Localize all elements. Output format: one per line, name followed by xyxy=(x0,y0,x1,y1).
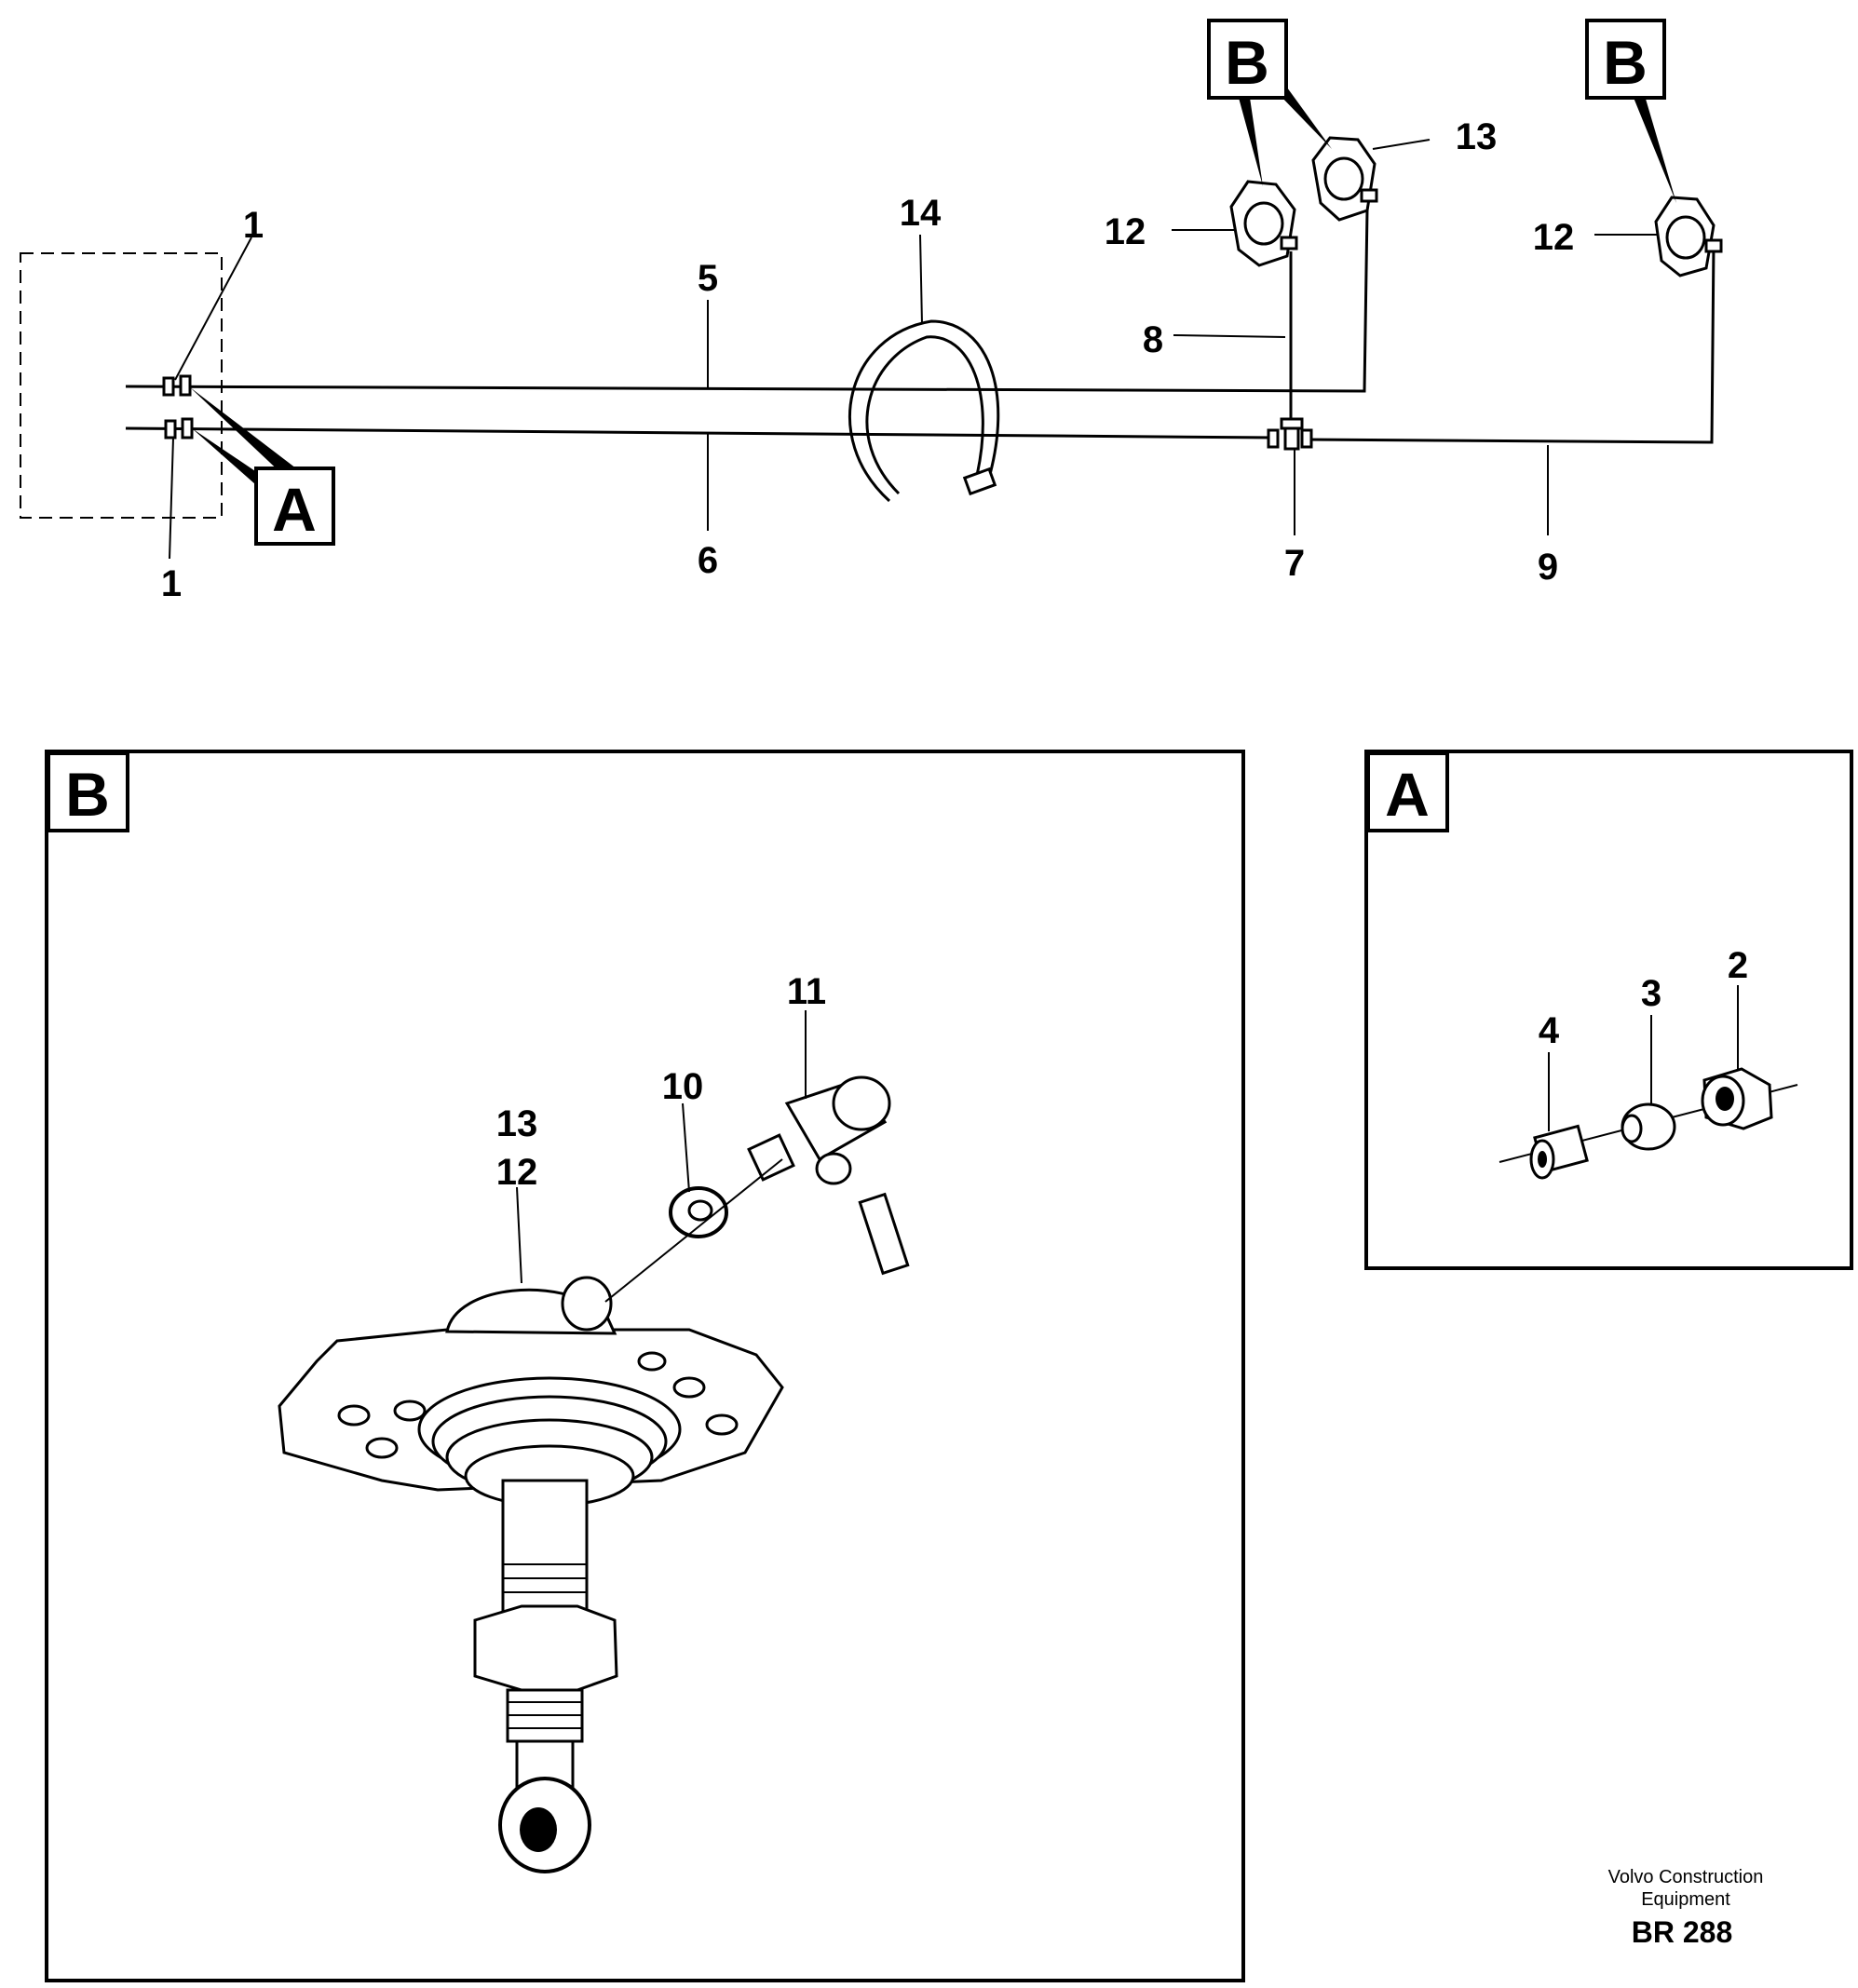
callout-10: 10 xyxy=(662,1066,704,1107)
reference-code: BR 288 xyxy=(1632,1915,1733,1949)
detail-b-panel: B xyxy=(45,750,1245,1982)
callout-12-right: 12 xyxy=(1533,217,1575,258)
sensor-plate-12-right xyxy=(1654,196,1723,277)
company-name-line2: Equipment xyxy=(1641,1889,1730,1910)
callout-13-detail: 13 xyxy=(496,1103,538,1144)
tag-a-label: A xyxy=(272,475,317,544)
callout-14: 14 xyxy=(900,193,942,234)
callout-9: 9 xyxy=(1538,547,1558,588)
elbow-fitting-11 xyxy=(747,1075,910,1276)
detail-b-tag: B xyxy=(65,760,110,829)
tee-fitting-7 xyxy=(1267,417,1313,451)
pipe-9 xyxy=(1303,243,1716,444)
hose-clamp-14 xyxy=(848,319,1000,503)
tag-b-left-label: B xyxy=(1225,28,1269,97)
tag-b-left-pointer-2 xyxy=(1278,88,1332,149)
nut-2 xyxy=(1701,1067,1773,1130)
callout-4: 4 xyxy=(1539,1010,1560,1051)
leader-12-13 xyxy=(516,1186,522,1284)
callout-11: 11 xyxy=(787,971,826,1012)
sleeve-4 xyxy=(1529,1124,1589,1180)
sensor-plate-13 xyxy=(1311,136,1378,222)
callout-13: 13 xyxy=(1456,116,1498,157)
tag-b-right-pointer xyxy=(1632,89,1676,203)
callout-12-left: 12 xyxy=(1105,211,1146,252)
callout-8: 8 xyxy=(1143,319,1163,360)
company-name-line1: Volvo Construction xyxy=(1608,1867,1764,1887)
olive-3 xyxy=(1621,1102,1676,1151)
callout-6: 6 xyxy=(698,540,718,581)
callout-2: 2 xyxy=(1728,945,1748,986)
sensor-plate-12-left xyxy=(1229,180,1298,267)
overview-diagram: A B B 1 1 5 6 7 8 9 12 12 13 14 xyxy=(20,19,1723,604)
pipe-5 xyxy=(125,209,1369,393)
tag-b-left-pointer xyxy=(1239,98,1263,186)
tag-a-pointer-2 xyxy=(192,428,261,484)
fitting-upper xyxy=(162,374,192,397)
tag-a-box: A xyxy=(254,467,335,546)
washer-10 xyxy=(669,1186,728,1238)
detail-a-panel: A 4 3 2 xyxy=(1364,750,1853,1270)
callout-1-bottom: 1 xyxy=(161,563,182,604)
callout-7: 7 xyxy=(1284,543,1305,584)
callout-1-top: 1 xyxy=(243,205,264,246)
tag-b-right-label: B xyxy=(1603,28,1648,97)
footer: Volvo Construction Equipment BR 288 xyxy=(1608,1867,1764,1949)
callout-3: 3 xyxy=(1641,973,1661,1014)
detail-a-tag: A xyxy=(1385,760,1430,829)
pipe-6 xyxy=(125,426,1277,440)
tag-b-left-box: B xyxy=(1207,19,1288,100)
tag-b-right-box: B xyxy=(1585,19,1666,100)
tag-a-pointer xyxy=(190,387,296,477)
assembly-axis xyxy=(604,1158,783,1303)
temperature-sensor-assembly xyxy=(278,1276,784,1873)
callout-12-detail: 12 xyxy=(496,1152,538,1193)
leader-lines xyxy=(169,139,1658,560)
leader-10 xyxy=(682,1102,690,1193)
callout-5: 5 xyxy=(698,258,718,299)
